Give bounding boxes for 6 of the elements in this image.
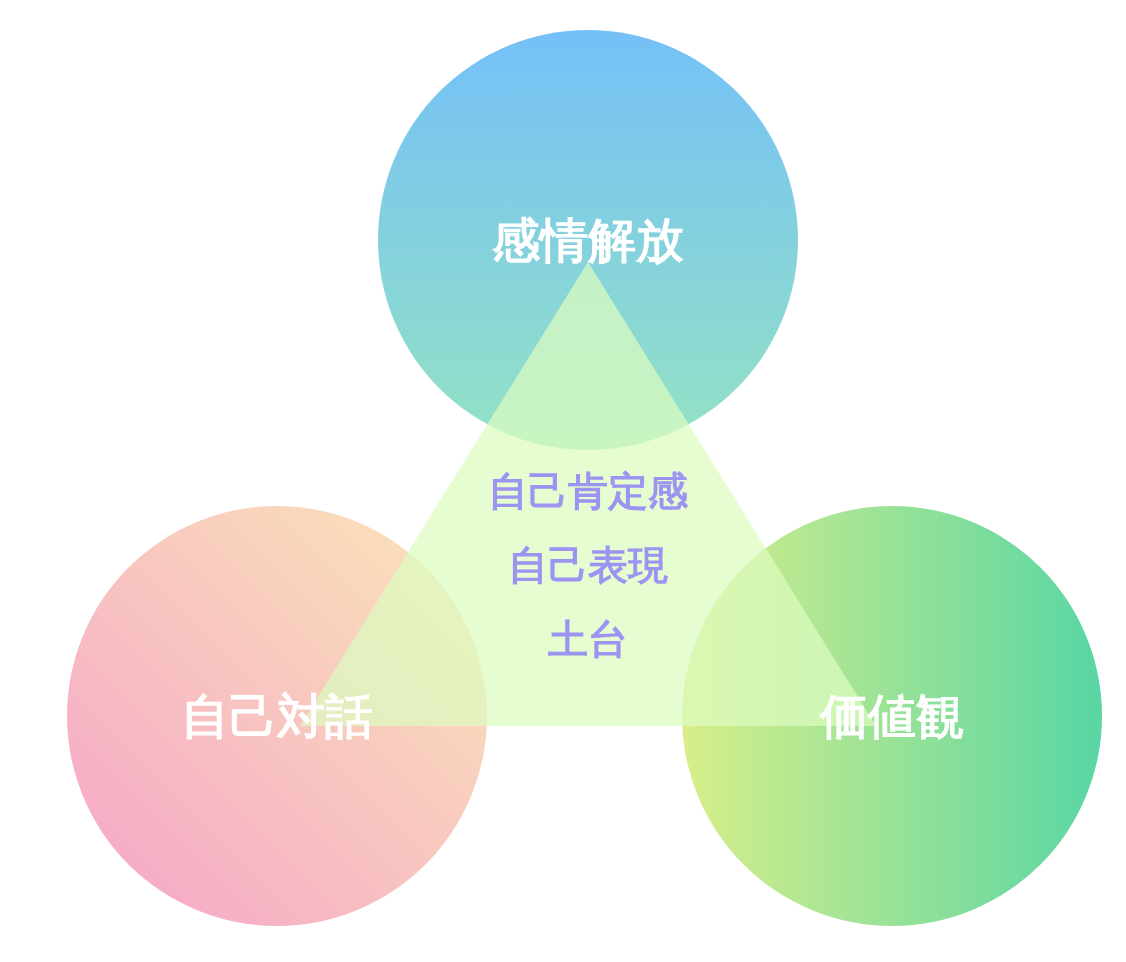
node-label: 価値観 bbox=[820, 689, 964, 743]
node-label: 自己肯定感 bbox=[488, 469, 688, 513]
node-label: 自己表現 bbox=[508, 543, 668, 587]
node-label: 土台 bbox=[548, 617, 628, 661]
node-label: 感情解放 bbox=[492, 213, 684, 267]
node-label: 自己対話 bbox=[181, 689, 373, 743]
